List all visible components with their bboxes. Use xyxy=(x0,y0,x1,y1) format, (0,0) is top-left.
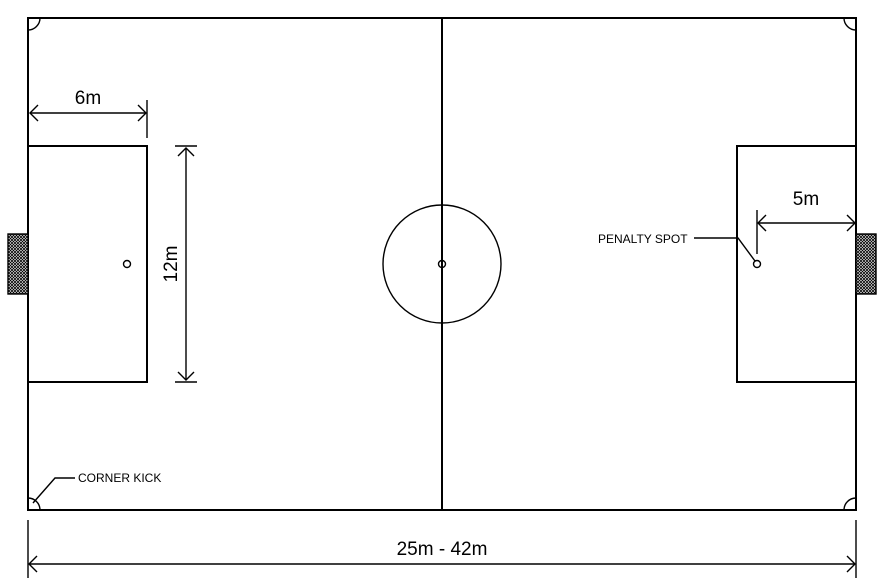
dimension-12m: 12m xyxy=(161,145,197,383)
label-penalty-spot: PENALTY SPOT xyxy=(598,232,688,246)
penalty-spot-left xyxy=(122,259,132,269)
dimension-field-length: 25m - 42m xyxy=(27,520,857,578)
center-circle xyxy=(382,204,502,324)
penalty-spot-right xyxy=(752,259,762,269)
corner-arc-top-left xyxy=(27,17,41,31)
dimension-5m: 5m xyxy=(756,189,856,254)
corner-kick-callout: CORNER KICK xyxy=(32,471,161,504)
label-field-length: 25m - 42m xyxy=(397,539,488,560)
label-12m: 12m xyxy=(161,246,182,283)
penalty-area-right xyxy=(736,145,857,383)
dimension-6m: 6m xyxy=(29,88,148,138)
corner-arc-bottom-left xyxy=(27,497,41,511)
goal-left xyxy=(7,233,29,295)
penalty-area-left xyxy=(27,145,148,383)
label-6m: 6m xyxy=(75,88,101,109)
corner-arc-top-right xyxy=(843,17,857,31)
center-spot xyxy=(437,259,447,269)
penalty-spot-callout: PENALTY SPOT xyxy=(598,232,756,262)
label-corner-kick: CORNER KICK xyxy=(78,471,161,485)
label-5m: 5m xyxy=(793,189,819,210)
corner-arc-bottom-right xyxy=(843,497,857,511)
goal-right xyxy=(855,233,877,295)
